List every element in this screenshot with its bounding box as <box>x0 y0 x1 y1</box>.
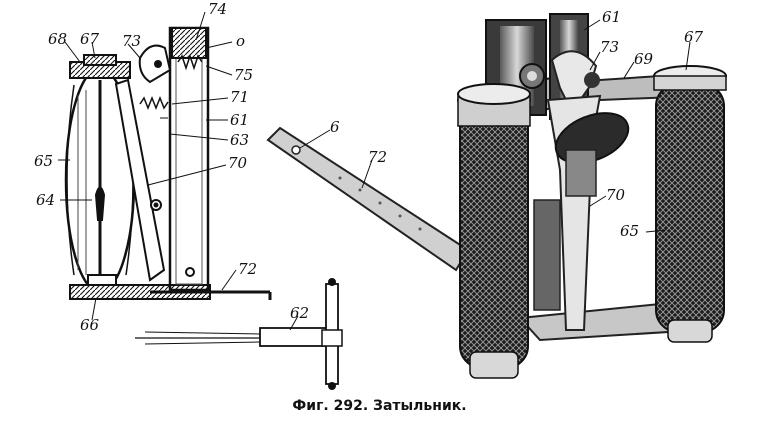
callout-64: 64 <box>36 191 56 209</box>
callout-75: 75 <box>234 66 254 84</box>
callout-6-photo: 6 <box>330 118 340 136</box>
callout-73: 73 <box>122 32 142 50</box>
callout-72: 72 <box>238 260 258 278</box>
screwdriver-drawing <box>135 278 343 390</box>
photo-illustration <box>266 13 727 379</box>
callout-68: 68 <box>48 30 68 48</box>
figure-caption: Фиг. 292. Затыльник. <box>292 398 467 414</box>
callout-61: 61 <box>230 111 250 129</box>
callout-66: 66 <box>80 316 100 334</box>
callout-67: 67 <box>80 30 100 48</box>
callout-74: 74 <box>208 0 228 18</box>
callout-69-photo: 69 <box>634 50 654 68</box>
callout-70: 70 <box>228 154 248 172</box>
section-drawing <box>58 11 343 390</box>
callout-65-photo: 65 <box>620 222 640 240</box>
callout-70-photo: 70 <box>606 186 626 204</box>
callout-o: o <box>236 32 246 50</box>
callout-72-photo: 72 <box>368 148 388 166</box>
callout-73-photo: 73 <box>600 38 620 56</box>
callout-61-photo: 61 <box>602 8 622 26</box>
callout-65: 65 <box>34 152 54 170</box>
callout-62: 62 <box>290 304 310 322</box>
callout-67-photo: 67 <box>684 28 704 46</box>
callout-63: 63 <box>230 131 250 149</box>
callout-71: 71 <box>230 88 250 106</box>
